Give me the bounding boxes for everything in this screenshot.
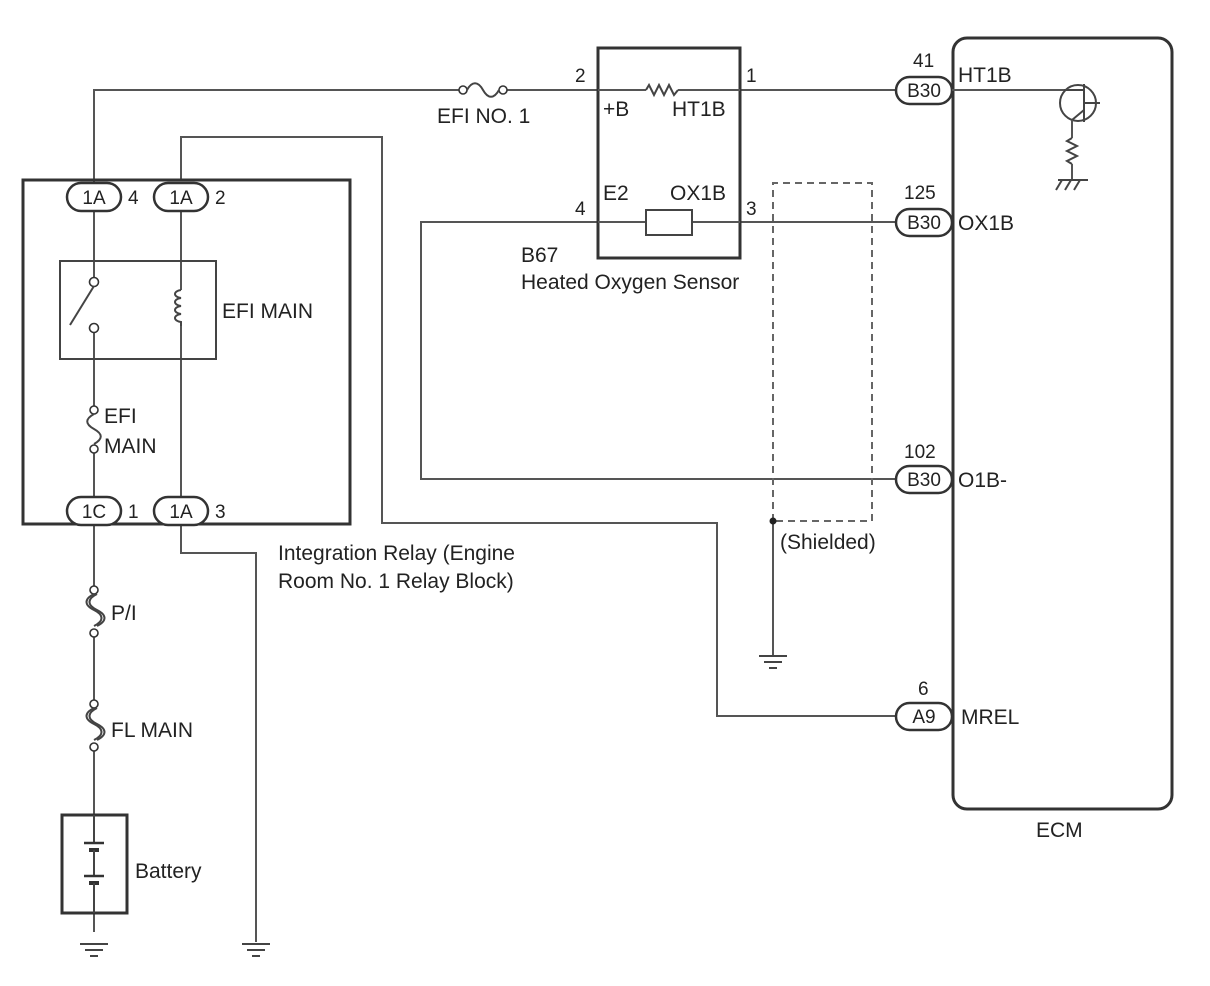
sensor-pin-num-1: 1 — [746, 66, 757, 87]
sensor-pin-b-plus: +B — [603, 98, 629, 121]
efi-main-fuse-label-1: EFI — [104, 405, 137, 428]
svg-text:1A: 1A — [82, 188, 106, 209]
relay-block-frame — [21, 178, 352, 526]
sensor-element-icon — [645, 209, 693, 236]
efi-main-fuse-label-2: MAIN — [104, 435, 157, 458]
connector-b30-102: B30 — [894, 464, 954, 495]
efi-no1-fuse-label: EFI NO. 1 — [437, 105, 530, 128]
connector-1a-3: 1A — [152, 495, 210, 527]
ecm-label: ECM — [1036, 819, 1083, 842]
sensor-pin-e2: E2 — [603, 182, 629, 205]
fl-main-fuse-icon — [85, 707, 103, 741]
connector-1a-2: 1A — [152, 181, 210, 213]
ecm-frame — [951, 36, 1174, 811]
sensor-name: Heated Oxygen Sensor — [521, 271, 739, 294]
connector-1a-4: 1A — [65, 181, 123, 213]
relay-switch-contact-top — [88, 276, 100, 288]
ground-symbol-relay — [242, 943, 270, 957]
connector-b30-41: B30 — [894, 75, 954, 106]
ecm-transistor-icon — [952, 84, 1100, 191]
connector-a9-6: A9 — [894, 701, 954, 732]
wire-e2 — [420, 221, 896, 480]
fl-main-fuse-label: FL MAIN — [111, 719, 193, 742]
ecm-pin-num-6: 6 — [918, 679, 929, 700]
ecm-signal-ox1b: OX1B — [958, 212, 1014, 235]
ecm-pin-num-102: 102 — [904, 442, 936, 463]
efi-main-relay-label: EFI MAIN — [222, 300, 313, 323]
wire-relay-ground — [180, 522, 257, 942]
svg-text:B30: B30 — [907, 213, 941, 234]
sensor-pin-num-4: 4 — [575, 199, 586, 220]
ground-symbol-shield — [759, 655, 787, 669]
relay-block-caption-2: Room No. 1 Relay Block) — [278, 570, 514, 593]
relay-block-caption-1: Integration Relay (Engine — [278, 542, 515, 565]
efi-main-relay-frame — [59, 260, 217, 360]
ecm-signal-mrel: MREL — [961, 706, 1019, 729]
relay-coil-icon — [174, 289, 182, 326]
shield-label: (Shielded) — [780, 531, 876, 554]
ground-symbol-battery — [80, 943, 108, 957]
svg-text:1A: 1A — [169, 188, 193, 209]
sensor-pin-ox1b: OX1B — [670, 182, 726, 205]
relay-switch-arm — [69, 285, 95, 326]
sensor-pin-num-2: 2 — [575, 66, 586, 87]
ecm-pin-num-125: 125 — [904, 183, 936, 204]
sensor-code: B67 — [521, 244, 558, 267]
pin-number: 2 — [215, 188, 226, 209]
svg-text:1A: 1A — [169, 502, 193, 523]
wire-mrel — [180, 136, 896, 717]
ecm-pin-num-41: 41 — [913, 51, 934, 72]
ecm-signal-ht1b: HT1B — [958, 64, 1012, 87]
connector-b30-125: B30 — [894, 207, 954, 238]
sensor-pin-ht1b: HT1B — [672, 98, 726, 121]
pin-number: 3 — [215, 502, 226, 523]
pin-number: 1 — [128, 502, 139, 523]
shield-junction-dot — [769, 517, 777, 525]
svg-text:A9: A9 — [912, 707, 935, 728]
wire-efi-supply — [93, 89, 598, 932]
svg-text:B30: B30 — [907, 81, 941, 102]
heated-oxygen-sensor-frame — [596, 46, 742, 260]
efi-main-fuse-icon — [86, 413, 102, 445]
relay-switch-contact-bottom — [88, 322, 100, 334]
connector-1c-1: 1C — [65, 495, 123, 527]
heater-resistor-icon — [645, 82, 679, 98]
svg-text:B30: B30 — [907, 470, 941, 491]
battery-label: Battery — [135, 860, 202, 883]
pi-fuse-label: P/I — [111, 602, 137, 625]
pin-number: 4 — [128, 188, 139, 209]
shield-outline — [772, 182, 873, 522]
svg-text:1C: 1C — [82, 502, 106, 523]
efi-no1-fuse-icon — [466, 82, 500, 98]
pi-fuse-icon — [85, 593, 103, 627]
ecm-signal-o1b: O1B- — [958, 469, 1007, 492]
sensor-pin-num-3: 3 — [746, 199, 757, 220]
battery-icon — [84, 815, 104, 913]
